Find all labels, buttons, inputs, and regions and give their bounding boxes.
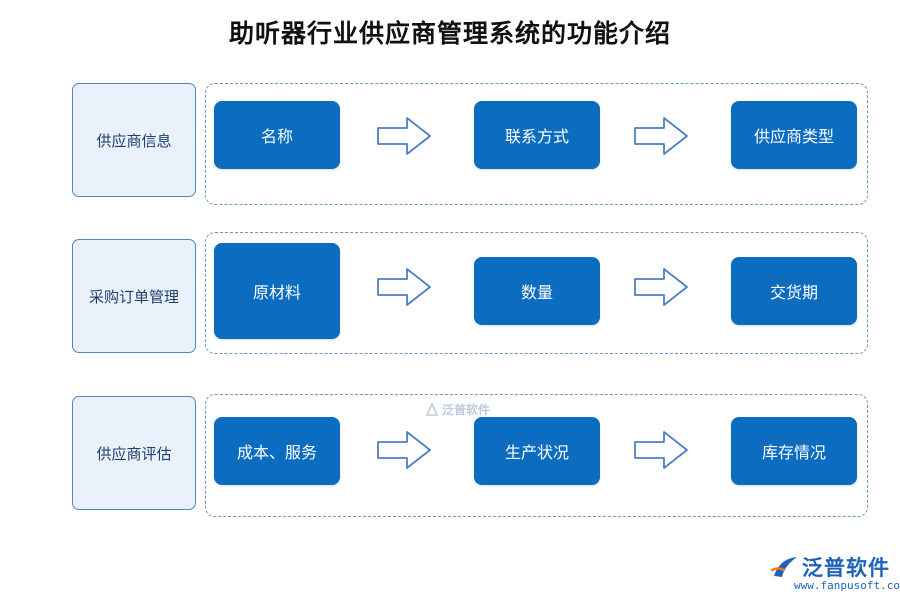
right-arrow-outline-icon xyxy=(377,431,431,469)
node-inventory-status: 库存情况 xyxy=(731,417,857,485)
watermark: 泛普软件 xyxy=(424,401,490,418)
brand-url: www.fanpusoft.com xyxy=(794,579,900,592)
brand-logo: 泛普软件 www.fanpusoft.com xyxy=(770,552,900,594)
row-label-purchase-order: 采购订单管理 xyxy=(72,239,196,353)
node-delivery-period: 交货期 xyxy=(731,257,857,325)
node-cost-service: 成本、服务 xyxy=(214,417,340,485)
right-arrow-outline-icon xyxy=(634,117,688,155)
node-name: 名称 xyxy=(214,101,340,169)
fanpu-logo-icon xyxy=(770,557,797,577)
watermark-text: 泛普软件 xyxy=(442,403,491,417)
node-raw-material: 原材料 xyxy=(214,243,340,339)
right-arrow-outline-icon xyxy=(634,268,688,306)
right-arrow-outline-icon xyxy=(634,431,688,469)
node-production-status: 生产状况 xyxy=(474,417,600,485)
brand-name: 泛普软件 xyxy=(802,556,890,580)
node-supplier-type: 供应商类型 xyxy=(731,101,857,169)
fanpu-logo-icon xyxy=(425,401,439,416)
node-contact-method: 联系方式 xyxy=(474,101,600,169)
row-frame-supplier-evaluation xyxy=(205,394,868,517)
row-frame-purchase-order xyxy=(205,232,868,354)
row-label-supplier-info: 供应商信息 xyxy=(72,83,196,197)
row-label-supplier-evaluation: 供应商评估 xyxy=(72,396,196,510)
right-arrow-outline-icon xyxy=(377,117,431,155)
node-quantity: 数量 xyxy=(474,257,600,325)
row-frame-supplier-info xyxy=(205,83,868,205)
diagram-title: 助听器行业供应商管理系统的功能介绍 xyxy=(228,19,671,48)
right-arrow-outline-icon xyxy=(377,268,431,306)
